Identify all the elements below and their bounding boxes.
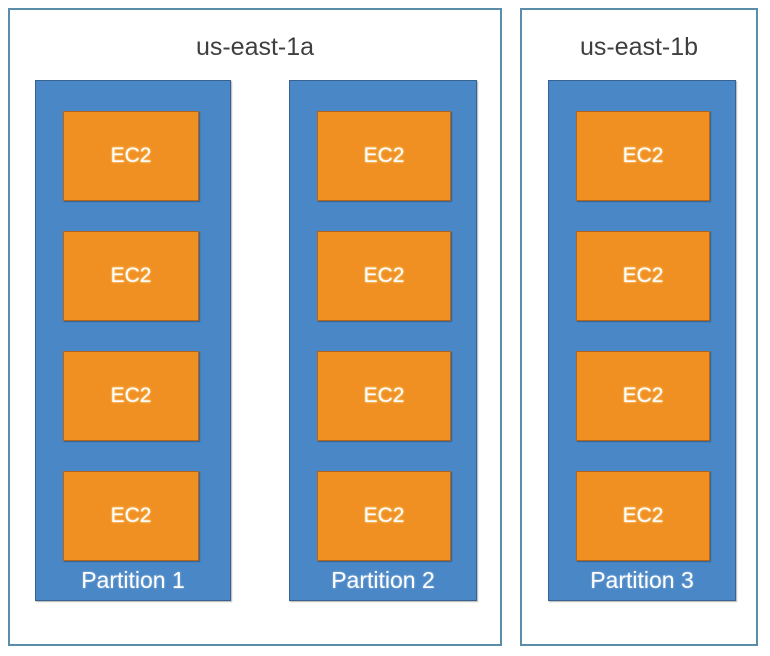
ec2-instance: EC2: [576, 351, 710, 441]
ec2-instance: EC2: [317, 351, 451, 441]
ec2-instance-label: EC2: [110, 504, 152, 527]
partition-3-container: EC2 EC2 EC2 EC2 Partition 3: [548, 80, 736, 601]
ec2-instance-label: EC2: [363, 384, 405, 407]
ec2-instance-label: EC2: [110, 384, 152, 407]
ec2-instance: EC2: [63, 111, 199, 201]
availability-zone-title: us-east-1b: [579, 33, 699, 61]
ec2-instance: EC2: [317, 231, 451, 321]
ec2-instance: EC2: [63, 471, 199, 561]
ec2-instance-label: EC2: [622, 264, 664, 287]
partition-label: Partition 1: [81, 567, 185, 593]
ec2-instance-label: EC2: [622, 144, 664, 167]
ec2-instance: EC2: [63, 351, 199, 441]
ec2-instance: EC2: [63, 231, 199, 321]
ec2-instance-label: EC2: [110, 144, 152, 167]
ec2-instance-label: EC2: [363, 504, 405, 527]
ec2-instance-label: EC2: [622, 384, 664, 407]
ec2-instance-label: EC2: [363, 264, 405, 287]
ec2-instance: EC2: [317, 111, 451, 201]
ec2-instance: EC2: [317, 471, 451, 561]
ec2-instance-label: EC2: [110, 264, 152, 287]
partition-1-container: EC2 EC2 EC2 EC2 Partition 1: [35, 80, 231, 601]
ec2-instance-label: EC2: [363, 144, 405, 167]
availability-zone-title: us-east-1a: [195, 33, 315, 61]
ec2-instance: EC2: [576, 111, 710, 201]
partition-label: Partition 3: [590, 567, 694, 593]
partition-label: Partition 2: [331, 567, 435, 593]
ec2-instance-label: EC2: [622, 504, 664, 527]
ec2-instance: EC2: [576, 471, 710, 561]
ec2-instance: EC2: [576, 231, 710, 321]
partition-2-container: EC2 EC2 EC2 EC2 Partition 2: [289, 80, 477, 601]
